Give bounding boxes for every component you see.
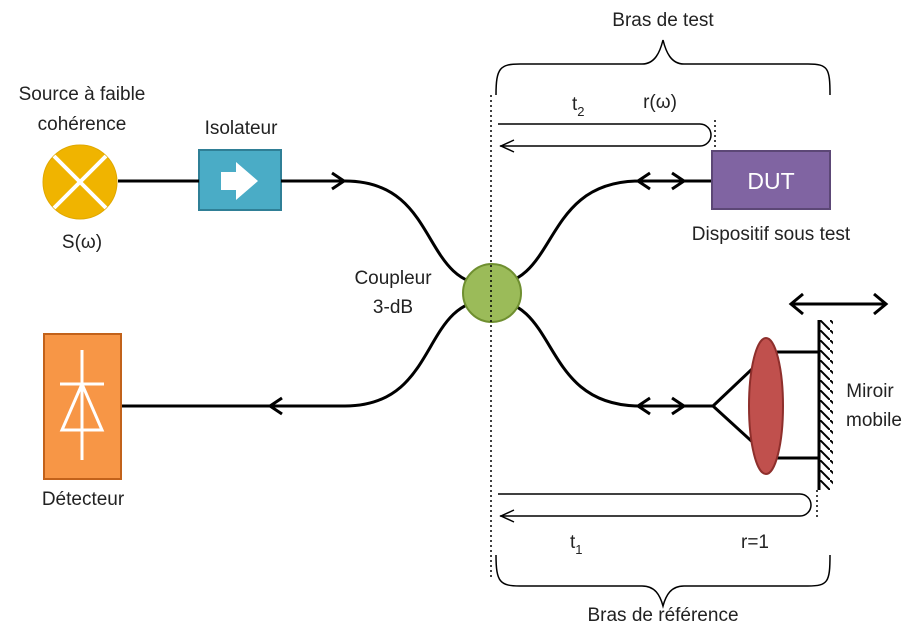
mirror-label-line1: Miroir [846, 381, 894, 402]
return-arrow-icon [499, 509, 515, 523]
source-spectrum-label: S(ω) [62, 232, 102, 253]
dut-box [711, 150, 831, 210]
test-arm-brace [495, 39, 831, 96]
reference-arm-brace [495, 554, 831, 609]
source-label-line1: Source à faible [19, 84, 146, 105]
fibers [118, 179, 818, 460]
backward-arrow-icon [267, 396, 283, 416]
isolator [198, 149, 282, 211]
forward-arrow-icon [331, 171, 347, 191]
return-arrow-icon [499, 139, 515, 153]
dut-caption: Dispositif sous test [692, 224, 851, 245]
detector-label: Détecteur [42, 489, 125, 510]
fiber-arrows [267, 171, 687, 416]
mirror-label-line2: mobile [846, 410, 902, 431]
reference-arm-label: Bras de référence [587, 605, 738, 626]
coupler [462, 263, 522, 323]
double-arrow-icon [788, 292, 889, 316]
test-arm-path [498, 123, 712, 147]
right-arrow-icon [221, 162, 258, 200]
reference-arm-path [498, 493, 812, 517]
mobile-mirror [817, 320, 833, 490]
dut-label: DUT [747, 168, 794, 194]
test-arm-label: Bras de test [612, 10, 714, 31]
r-omega-label: r(ω) [643, 92, 677, 113]
light-source [42, 144, 118, 220]
coupler-label-line1: Coupleur [354, 268, 432, 289]
photodiode-icon [59, 350, 105, 460]
detector [43, 333, 122, 480]
lens [748, 337, 784, 475]
source-label-line2: cohérence [38, 114, 127, 135]
r-ref-label: r=1 [741, 532, 769, 553]
isolator-label: Isolateur [205, 118, 279, 139]
t2-label: t2 [572, 94, 585, 119]
t1-label: t1 [570, 532, 583, 557]
coupler-label-line2: 3-dB [373, 297, 413, 318]
